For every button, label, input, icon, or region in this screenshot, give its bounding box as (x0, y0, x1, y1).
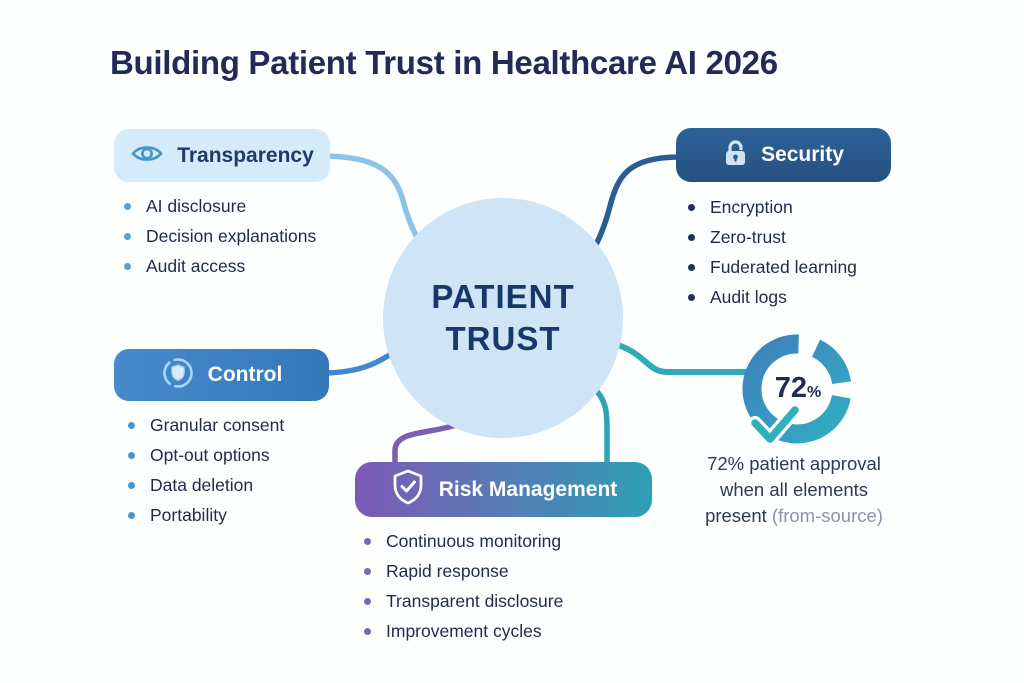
list-item: AI disclosure (124, 191, 316, 221)
list-item-label: Audit access (146, 255, 246, 276)
list-item-label: Decision explanations (146, 225, 317, 246)
list-item-label: Zero-trust (710, 226, 786, 247)
security-list: Encryption Zero-trust Fuderated learning… (688, 192, 857, 312)
caption-source: (from-source) (771, 505, 883, 526)
caption-line-3: present (from-source) (678, 503, 910, 529)
list-item: Audit logs (688, 282, 857, 312)
risk-management-label: Risk Management (438, 477, 618, 501)
bullet-dot (128, 481, 135, 489)
control-list: Granular consent Opt-out options Data de… (128, 410, 284, 530)
bullet-dot (124, 232, 131, 240)
list-item: Audit access (124, 251, 316, 281)
list-item: Opt-out options (128, 440, 284, 470)
risk-teal-connector (591, 385, 610, 467)
transparency-pill: Transparency (114, 129, 330, 182)
list-item-label: Rapid response (386, 560, 509, 581)
risk-management-list: Continuous monitoring Rapid response Tra… (364, 526, 563, 646)
list-item-label: Encryption (710, 196, 793, 217)
approval-unit: % (807, 384, 822, 401)
list-item-label: Continuous monitoring (386, 530, 562, 551)
caption-line-1: 72% patient approval (707, 453, 881, 474)
list-item: Rapid response (364, 556, 563, 586)
control-label: Control (207, 363, 283, 386)
bullet-dot (688, 233, 695, 241)
list-item-label: Portability (150, 504, 227, 525)
list-item: Granular consent (128, 410, 284, 440)
list-item-label: Opt-out options (150, 444, 270, 465)
risk-management-pill: Risk Management (355, 462, 652, 517)
bullet-dot (688, 293, 695, 301)
eye-icon (130, 142, 164, 170)
security-connector (589, 154, 683, 255)
caption-line-2: when all elements (719, 479, 869, 500)
transparency-list: AI disclosure Decision explanations Audi… (124, 191, 316, 281)
bullet-dot (124, 262, 131, 270)
shield-check-icon (390, 468, 426, 511)
security-label: Security (761, 143, 844, 166)
list-item-label: AI disclosure (146, 195, 247, 216)
patient-trust-line2: TRUST (445, 320, 561, 357)
bullet-dot (128, 451, 135, 459)
list-item: Zero-trust (688, 222, 857, 252)
list-item: Continuous monitoring (364, 526, 563, 556)
control-pill: Control (114, 349, 329, 401)
patient-trust-node: PATIENT TRUST (383, 198, 623, 438)
bullet-dot (688, 263, 695, 271)
bullet-dot (688, 203, 695, 211)
approval-number: 72 (774, 372, 808, 404)
transparency-label: Transparency (177, 143, 314, 167)
list-item: Portability (128, 500, 284, 530)
list-item-label: Fuderated learning (710, 256, 857, 277)
bullet-dot (124, 202, 131, 210)
bullet-dot (364, 567, 371, 575)
list-item: Decision explanations (124, 221, 316, 251)
list-item-label: Data deletion (150, 474, 254, 495)
list-item-label: Transparent disclosure (386, 590, 564, 611)
page-title: Building Patient Trust in Healthcare AI … (110, 44, 778, 81)
list-item: Transparent disclosure (364, 586, 563, 616)
approval-caption: 72% patient approval when all elements p… (678, 451, 910, 529)
approval-donut-chart (742, 334, 852, 446)
bullet-dot (128, 511, 135, 519)
list-item-label: Granular consent (150, 414, 285, 435)
bullet-dot (364, 537, 371, 545)
shield-refresh-icon (161, 356, 195, 395)
patient-trust-line1: PATIENT (431, 278, 575, 315)
transparency-connector (319, 153, 429, 255)
list-item-label: Audit logs (710, 286, 787, 307)
list-item: Improvement cycles (364, 616, 563, 646)
lock-icon (723, 139, 748, 172)
caption-line-3-main: present (705, 505, 772, 526)
list-item: Data deletion (128, 470, 284, 500)
list-item-label: Improvement cycles (386, 620, 542, 641)
list-item: Fuderated learning (688, 252, 857, 282)
bullet-dot (364, 597, 371, 605)
security-pill: Security (676, 128, 891, 182)
list-item: Encryption (688, 192, 857, 222)
bullet-dot (364, 627, 371, 635)
bullet-dot (128, 421, 135, 429)
approval-percentage: 72% (760, 371, 836, 410)
donut-connector (605, 339, 749, 375)
